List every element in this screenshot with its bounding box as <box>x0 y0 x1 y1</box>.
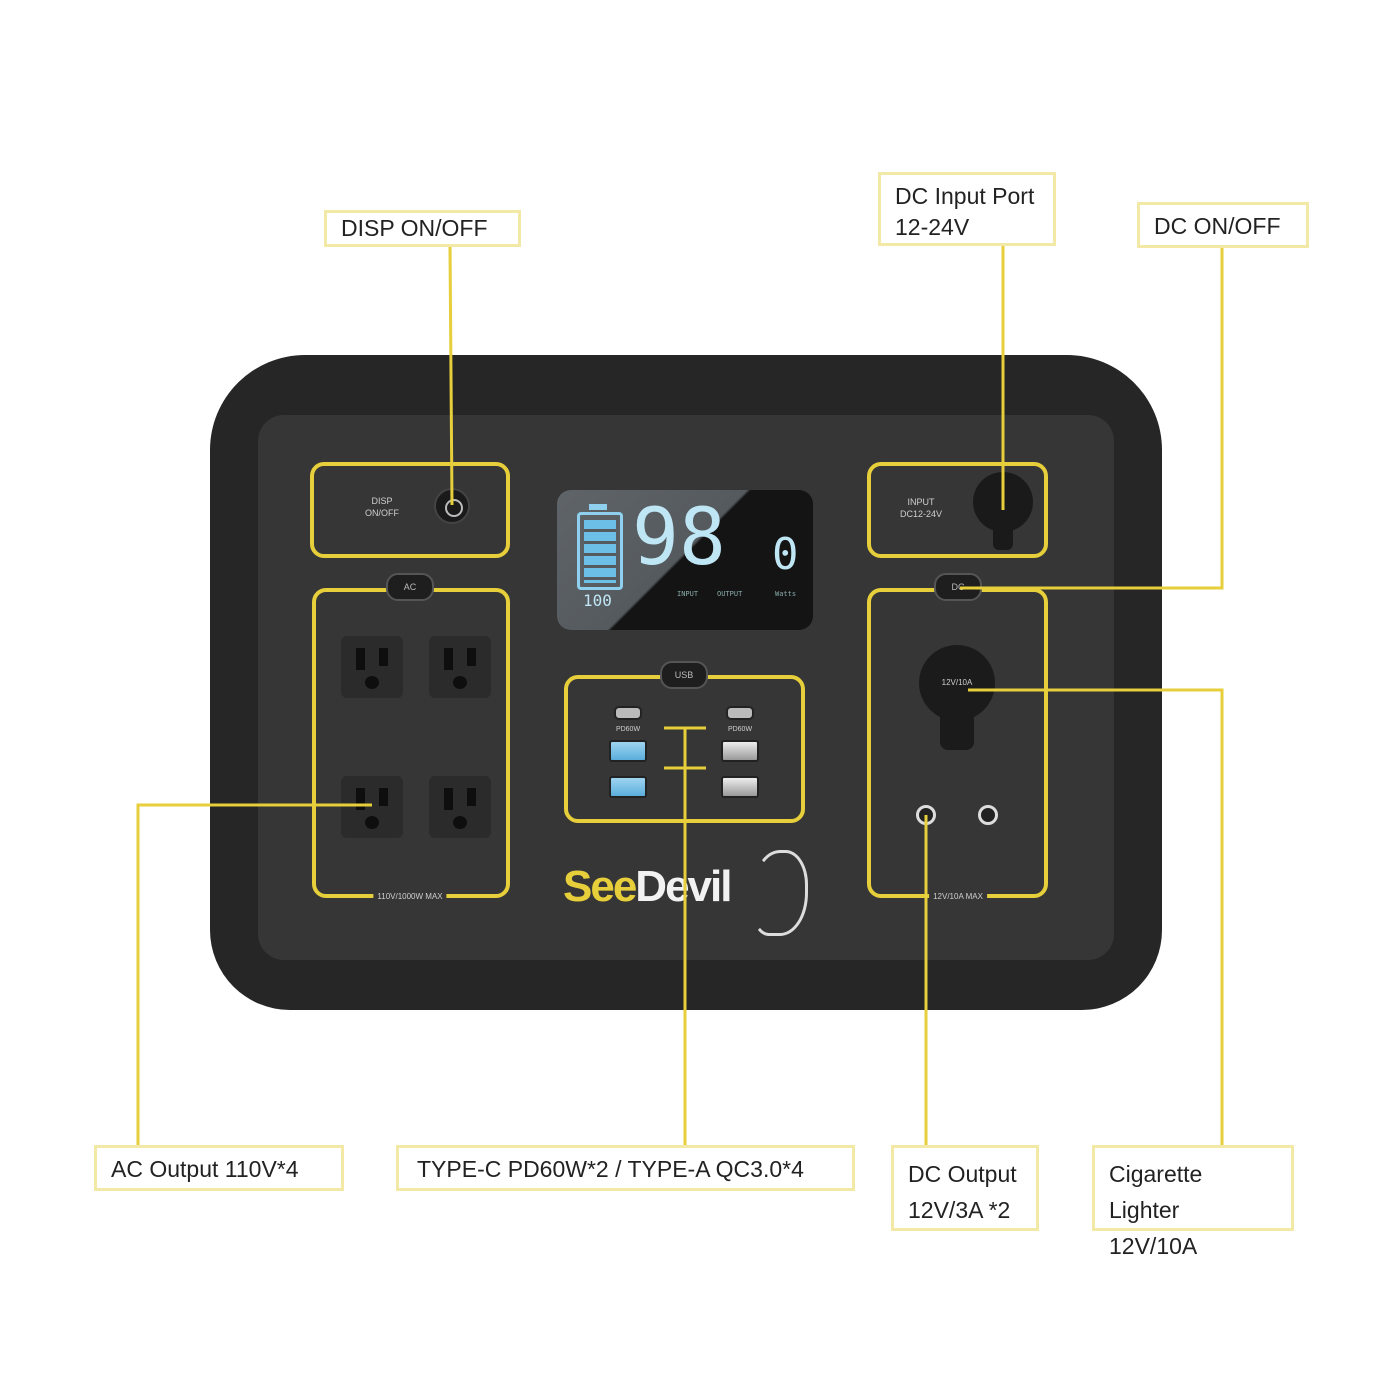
dc-output-jack <box>978 805 998 825</box>
usb-button[interactable]: USB <box>660 661 708 689</box>
output-label: OUTPUT <box>717 590 743 598</box>
ac-outlet <box>341 636 403 698</box>
input-label: INPUT <box>677 590 699 598</box>
callout-dc-output: DC Output 12V/3A *2 <box>891 1145 1039 1231</box>
usb-a-qc-port <box>609 776 647 798</box>
callout-dc-input-line1: DC Input Port <box>895 183 1035 209</box>
disp-label-2: ON/OFF <box>365 508 399 518</box>
lcd-display: 98 100 INPUT OUTPUT 0 Watts <box>557 490 813 630</box>
callout-disp: DISP ON/OFF <box>324 210 521 247</box>
input-section <box>867 462 1048 558</box>
line-dc-onoff <box>960 247 1224 590</box>
callout-ac-output: AC Output 110V*4 <box>94 1145 344 1191</box>
line-ac-output <box>136 803 372 1145</box>
callout-dc-onoff: DC ON/OFF <box>1137 202 1309 248</box>
anglerfish-logo-icon <box>752 850 808 936</box>
usb-a-port <box>721 740 759 762</box>
usb-a-qc-port <box>609 740 647 762</box>
pd-label: PD60W <box>615 726 641 733</box>
disp-section <box>310 462 510 558</box>
cigarette-lighter-socket <box>919 645 995 721</box>
ac-outlet <box>429 776 491 838</box>
callout-usb: TYPE-C PD60W*2 / TYPE-A QC3.0*4 <box>396 1145 855 1191</box>
battery-icon <box>577 512 623 590</box>
ac-max-label: 110V/1000W MAX <box>373 891 447 903</box>
battery-sub: 100 <box>583 591 612 610</box>
dc-max-label: 12V/10A MAX <box>929 891 987 903</box>
ac-button[interactable]: AC <box>386 573 434 601</box>
logo-see: See <box>563 862 637 911</box>
callout-dc-input-line2: 12-24V <box>895 214 970 240</box>
callout-cigarette-line2: 12V/10A <box>1109 1233 1198 1259</box>
output-watts: 0 <box>772 529 799 580</box>
callout-cigarette-line1: Cigarette Lighter <box>1109 1161 1203 1223</box>
input-label-1: INPUT <box>907 497 935 507</box>
input-label-2: DC12-24V <box>899 509 943 519</box>
callout-dc-output-line2: 12V/3A *2 <box>908 1197 1011 1223</box>
disp-label: DISP ON/OFF <box>365 495 399 519</box>
socket-label: 12V/10A <box>941 678 973 687</box>
ac-outlet <box>341 776 403 838</box>
callout-cigarette: Cigarette Lighter 12V/10A <box>1092 1145 1294 1259</box>
ac-outlet <box>429 636 491 698</box>
dc-input-cap-tab <box>993 528 1013 550</box>
usb-c-port <box>726 706 754 720</box>
line-disp <box>448 245 454 506</box>
power-icon <box>445 499 463 517</box>
disp-label-1: DISP <box>371 496 393 506</box>
callout-dc-output-line1: DC Output <box>908 1161 1017 1187</box>
usb-a-port <box>721 776 759 798</box>
line-cigarette <box>968 688 1224 1145</box>
watts-label: Watts <box>775 590 797 598</box>
usb-c-port <box>614 706 642 720</box>
callout-dc-input: DC Input Port 12-24V <box>878 172 1056 246</box>
input-label: INPUT DC12-24V <box>900 496 942 520</box>
pd-label: PD60W <box>727 726 753 733</box>
battery-percent: 98 <box>632 493 726 583</box>
socket-cap-tab <box>940 710 974 750</box>
